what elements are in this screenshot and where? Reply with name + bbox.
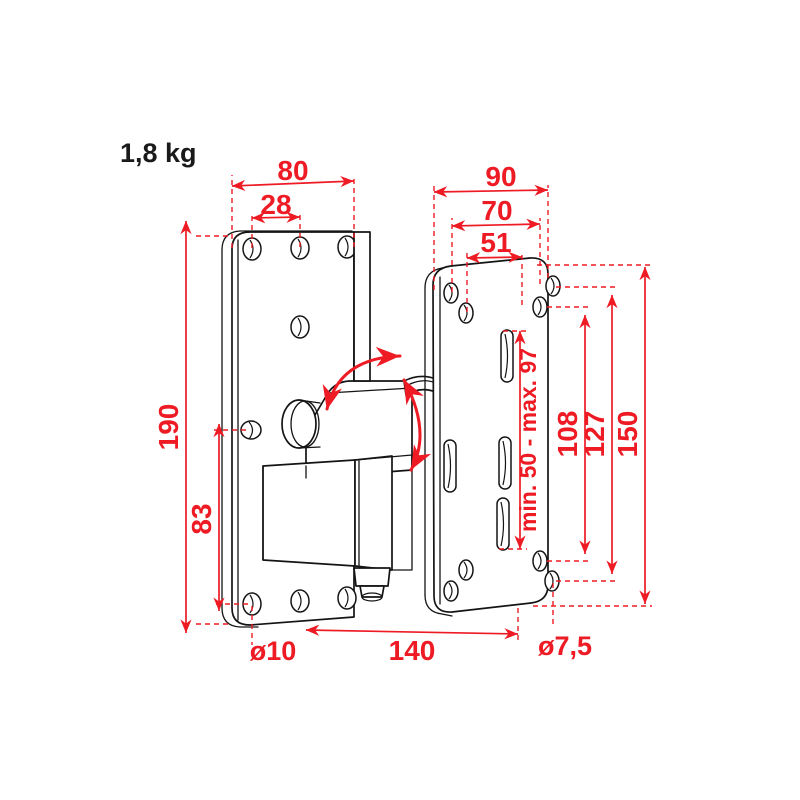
right-plate-top-left-holes (443, 282, 474, 324)
dimension-hole-7-5: ø7,5 (538, 583, 592, 661)
dimension-70: 70 (451, 195, 541, 292)
left-plate-bottom-holes (242, 586, 357, 616)
dimension-slot-travel-label: min. 50 - max. 97 (515, 348, 541, 532)
left-plate-center-hole (290, 315, 310, 339)
right-plate-bottom-right-holes (532, 550, 560, 592)
dimension-108: 108 (547, 306, 592, 562)
dimension-51: 51 (466, 227, 523, 312)
dimension-28-label: 28 (260, 189, 291, 220)
rotation-arrow-right-icon (402, 378, 432, 472)
dimension-108-label: 108 (552, 411, 583, 458)
right-plate-bottom-left-holes (443, 559, 474, 602)
dimension-83-label: 83 (186, 503, 217, 534)
dimension-127: 127 (556, 286, 618, 582)
dimension-slot-travel: min. 50 - max. 97 (499, 330, 541, 550)
dimension-140-label: 140 (389, 635, 436, 666)
dimension-28: 28 (251, 189, 301, 248)
dimension-51-label: 51 (480, 227, 511, 258)
dimension-127-label: 127 (579, 411, 610, 458)
dimension-hole-7-5-label: ø7,5 (538, 631, 592, 661)
weight-label: 1,8 kg (120, 138, 197, 168)
dimension-150-label: 150 (612, 411, 643, 458)
dimension-90: 90 (433, 161, 549, 290)
dimension-83: 83 (186, 423, 248, 611)
right-plate-slots-left-column (443, 439, 457, 493)
dimension-hole-10-label: ø10 (250, 636, 297, 666)
dimension-190: 190 (153, 220, 228, 633)
dimension-80-label: 80 (277, 155, 308, 186)
dimension-140: 140 (305, 608, 519, 666)
dimension-80: 80 (231, 155, 355, 248)
rotation-arrow-left-icon (322, 346, 402, 411)
dimension-190-label: 190 (153, 404, 184, 451)
dimension-90-label: 90 (485, 161, 516, 192)
right-plate-slots-right-column (496, 329, 514, 551)
dimension-hole-10: ø10 (250, 606, 297, 666)
dimension-70-label: 70 (481, 195, 512, 226)
right-plate-top-right-holes (532, 275, 561, 318)
left-plate-top-holes (242, 235, 357, 261)
